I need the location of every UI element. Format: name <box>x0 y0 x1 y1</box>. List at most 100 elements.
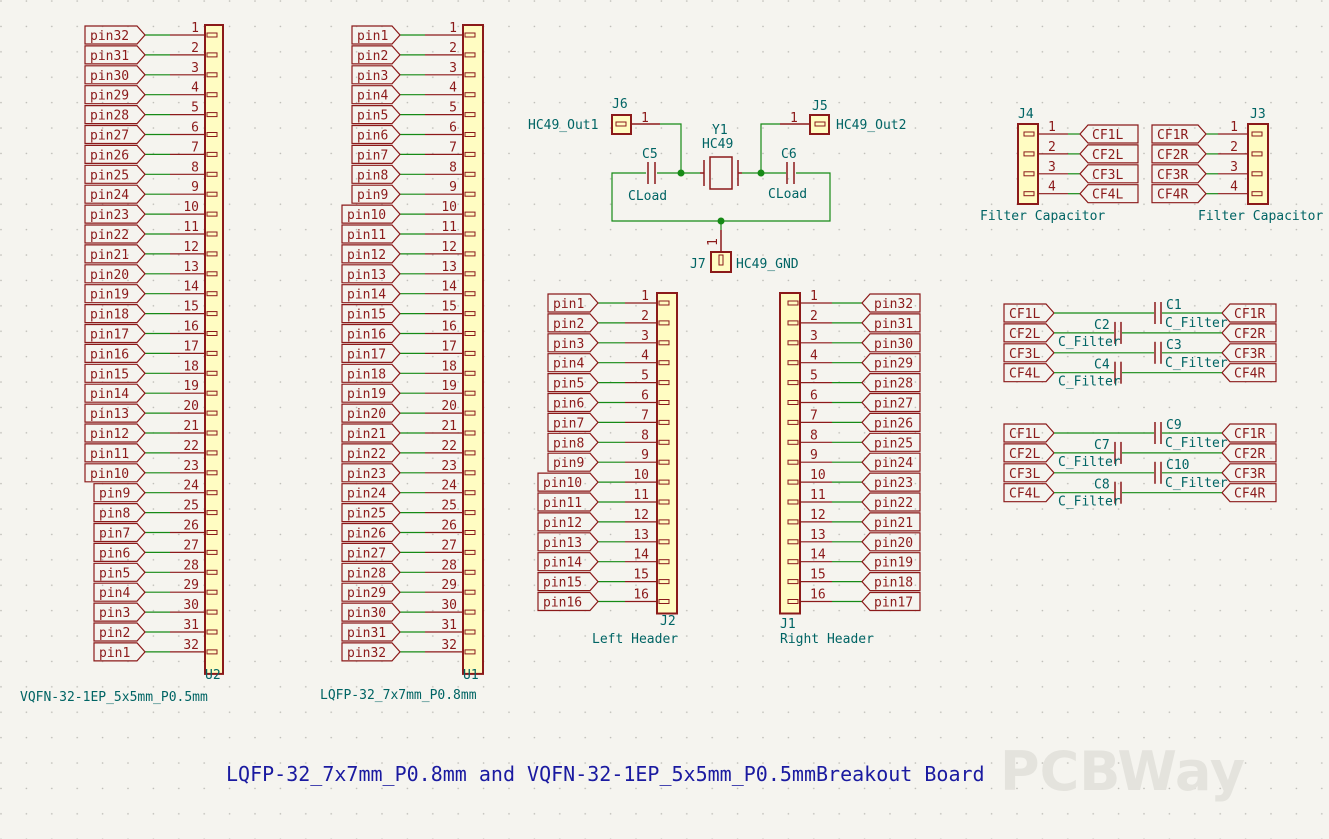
j1-pin-15-label: pin18 <box>874 576 913 591</box>
u2-pin-5-label-shape <box>84 104 146 125</box>
u1-pin-28-pad <box>464 569 476 575</box>
filter-group-2-left-1-shape <box>1003 423 1055 443</box>
j1-pin-11-label: pin22 <box>874 496 913 511</box>
j2-pin-10-pad <box>658 479 670 485</box>
u2-pin-10-label: pin23 <box>90 208 129 223</box>
j1-pin-10-pad <box>787 479 799 485</box>
filter-group-2-right-1: CF1R <box>1234 427 1265 442</box>
u1-pin-13-label: pin13 <box>347 268 386 283</box>
u1-pin-19-label: pin19 <box>347 387 386 402</box>
j1-pin-16-pad <box>787 599 799 604</box>
j2-left-header[interactable]: 1pin12pin23pin34pin45pin56pin67pin78pin8… <box>537 289 678 615</box>
j2-pin-11-pad <box>658 499 670 505</box>
j1-pin-6-label-shape <box>861 392 921 413</box>
filter-group-2-right-2: CF2R <box>1234 447 1265 462</box>
u2-pin-13-label: pin20 <box>90 268 129 283</box>
u1-pin-29-pad <box>464 589 476 595</box>
u2-pin-27-label: pin6 <box>99 546 130 561</box>
j2-pin-5-label-shape <box>547 373 599 393</box>
u1-pin-29-label: pin29 <box>347 586 386 601</box>
u2-pin-15-number: 15 <box>183 300 199 315</box>
u1-pin-16-pad <box>464 331 476 336</box>
u1-pin-32-pad <box>464 649 476 655</box>
u2-pin-30-label: pin3 <box>99 606 130 621</box>
u1-pin-25-number: 25 <box>441 499 457 514</box>
j1-pin-7-label: pin26 <box>874 416 913 431</box>
j1-pin-15-number: 15 <box>810 568 826 583</box>
j2-pin-2-label-shape <box>547 313 599 333</box>
u1-pin-5-label: pin5 <box>357 109 388 124</box>
u1-pin-17-pad <box>464 350 476 356</box>
u1-pin-16-label: pin16 <box>347 328 386 343</box>
u2-pin-25-number: 25 <box>183 499 199 514</box>
u2-pin-10-number: 10 <box>183 200 199 215</box>
j2-pin-8-number: 8 <box>641 428 649 443</box>
c5-ref: C5 <box>642 147 658 162</box>
u1-pin-26-pad <box>464 530 476 535</box>
j1-right-header[interactable]: 1pin322pin313pin304pin295pin286pin277pin… <box>779 289 921 615</box>
u2-pin-7-number: 7 <box>191 140 199 155</box>
j1-pin-9-pad <box>787 459 799 465</box>
j1-pin-1-number: 1 <box>810 289 818 304</box>
filter-group-1-left-2: CF2L <box>1009 327 1040 342</box>
u1-pin-10-number: 10 <box>441 200 457 215</box>
c6-value: CLoad <box>768 187 807 202</box>
j1-pin-15-pad <box>787 579 799 585</box>
j2-pin-14-number: 14 <box>633 548 649 563</box>
u1-pin-11-label-shape <box>341 224 401 244</box>
u2-pin-11-pad <box>206 231 218 237</box>
u2-pin-32-label: pin1 <box>99 646 130 661</box>
u1-symbol[interactable]: 1pin12pin23pin34pin45pin56pin67pin78pin8… <box>341 21 484 675</box>
u2-pin-24-pad <box>206 490 218 496</box>
u1-pin-15-label-shape <box>341 304 401 324</box>
j2-pin-6-label-shape <box>547 392 599 413</box>
u2-pin-12-number: 12 <box>183 240 199 255</box>
u1-pin-26-label: pin26 <box>347 527 386 542</box>
j1-pin-7-number: 7 <box>810 408 818 423</box>
u2-pin-15-pad <box>206 311 218 317</box>
filter-group-1-left-4-shape <box>1003 363 1055 383</box>
j4-pin-1-label-shape <box>1079 124 1139 144</box>
pcbway-watermark: PCBWay <box>1000 740 1245 803</box>
j1-pin-6-label: pin27 <box>874 397 913 412</box>
u2-pin-12-label: pin21 <box>90 248 129 263</box>
u2-pin-1-number: 1 <box>191 21 199 36</box>
u2-pin-29-label-shape <box>93 582 146 602</box>
j1-pin-13-label: pin20 <box>874 536 913 551</box>
filter-group-2-cap-4-ref: C8 <box>1094 478 1110 493</box>
j1-pin-5-label-shape <box>861 373 921 393</box>
u1-pin-16-number: 16 <box>441 320 457 335</box>
u1-pin-4-label: pin4 <box>357 89 388 104</box>
sheet-title: LQFP-32_7x7mm_P0.8mm and VQFN-32-1EP_5x5… <box>226 762 985 786</box>
filter-group-2-left-1: CF1L <box>1009 427 1040 442</box>
u2-pin-6-pad <box>206 132 218 137</box>
j1-pin-11-pad <box>787 499 799 505</box>
j1-pin-5-label: pin28 <box>874 377 913 392</box>
c6-gnd-wire <box>721 172 831 222</box>
u2-pin-30-pad <box>206 609 218 615</box>
u1-pin-22-pad <box>464 450 476 456</box>
u1-pin-30-label-shape <box>341 602 401 622</box>
u2-pin-8-number: 8 <box>191 160 199 175</box>
j4-pin-2-label: CF2L <box>1092 148 1123 163</box>
u2-symbol[interactable]: 1pin322pin313pin304pin295pin286pin277pin… <box>84 21 224 675</box>
j1-pin-4-label: pin29 <box>874 357 913 372</box>
j1-pin-1-label: pin32 <box>874 297 913 312</box>
u2-pin-6-label: pin27 <box>90 129 129 144</box>
j3-pin-3-number: 3 <box>1230 160 1238 175</box>
c6-ref: C6 <box>781 147 797 162</box>
j1-pin-6-number: 6 <box>810 389 818 404</box>
u2-pin-23-label-shape <box>84 463 146 483</box>
crystal-circuit[interactable] <box>611 114 831 273</box>
j2-value: Left Header <box>592 632 678 647</box>
u2-pin-16-label: pin17 <box>90 328 129 343</box>
j2-pin-14-pad <box>658 559 670 565</box>
u2-pin-9-number: 9 <box>191 180 199 195</box>
u1-pin-2-number: 2 <box>449 41 457 56</box>
filter-group-1-cap-2-ref: C2 <box>1094 318 1110 333</box>
